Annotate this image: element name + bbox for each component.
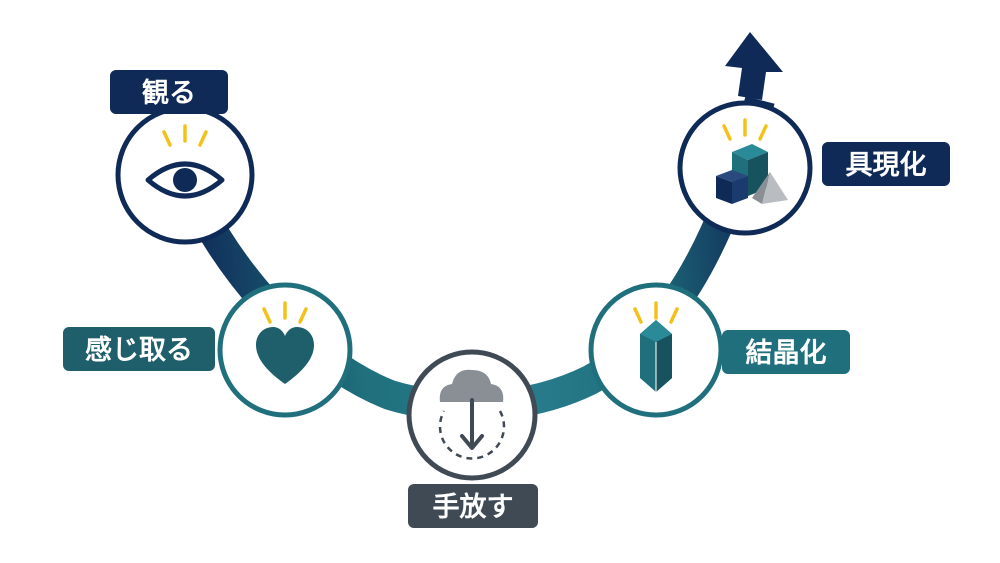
step-let-go: 手放す bbox=[406, 349, 538, 528]
spark-icon bbox=[162, 124, 208, 147]
step-crystallize-label-box bbox=[722, 330, 850, 374]
step-observe-label: 観る bbox=[142, 77, 196, 109]
step-let-go-label: 手放す bbox=[433, 491, 514, 523]
eye-icon bbox=[145, 161, 225, 199]
step-observe-label-box bbox=[110, 70, 228, 114]
up-arrow-icon bbox=[725, 32, 783, 100]
spark-icon bbox=[633, 301, 679, 324]
heart-icon bbox=[256, 327, 314, 384]
step-feel-label-box bbox=[63, 327, 215, 371]
step-let-go-label-box bbox=[408, 484, 538, 528]
crystal-icon bbox=[640, 320, 672, 392]
blocks-icon bbox=[716, 144, 788, 204]
spark-icon bbox=[262, 301, 308, 324]
step-realize: 具現化 bbox=[677, 100, 950, 236]
step-realize-label: 具現化 bbox=[846, 150, 927, 181]
step-crystallize: 結晶化 bbox=[588, 282, 850, 418]
cloud-download-icon bbox=[438, 369, 506, 460]
step-realize-label-box bbox=[822, 142, 950, 186]
step-crystallize-label: 結晶化 bbox=[746, 337, 827, 369]
step-observe: 観る bbox=[110, 70, 255, 245]
spark-icon bbox=[722, 118, 768, 141]
step-feel: 感じ取る bbox=[63, 282, 353, 418]
step-feel-label: 感じ取る bbox=[85, 334, 193, 366]
